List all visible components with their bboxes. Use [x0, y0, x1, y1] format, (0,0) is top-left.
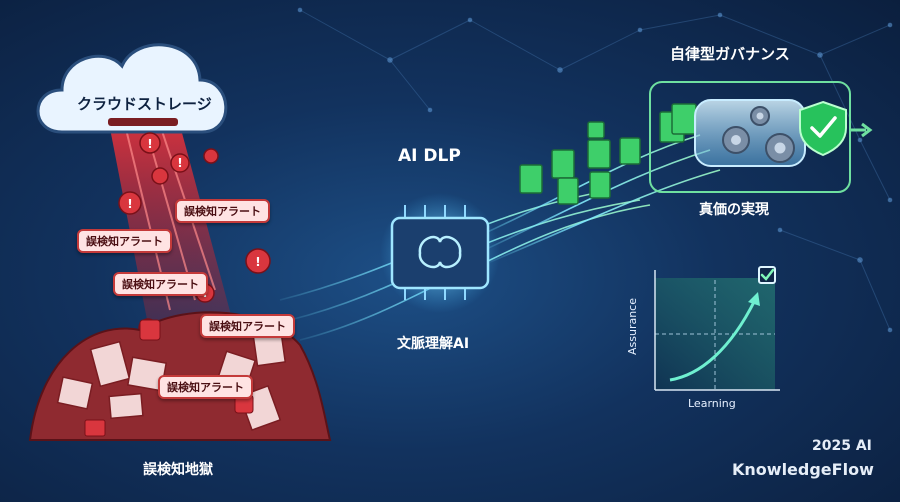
brand-year-label: 2025 AI: [812, 438, 872, 454]
false-alert-bubble: 誤検知アラート: [113, 272, 208, 296]
autonomous-governance-label: 自律型ガバナンス: [670, 45, 790, 63]
false-alert-bubble: 誤検知アラート: [158, 375, 253, 399]
context-ai-label: 文脈理解AI: [397, 336, 470, 352]
checkbox-icon: [758, 266, 776, 284]
svg-text:!: !: [147, 137, 152, 151]
true-value-label: 真価の実現: [699, 202, 769, 218]
ai-dlp-label: AI DLP: [398, 146, 461, 166]
flow-lines: [279, 134, 721, 341]
svg-text:!: !: [255, 255, 260, 269]
cloud-storage-label: クラウドストレージ: [77, 95, 212, 113]
false-alert-bubble: 誤検知アラート: [200, 314, 295, 338]
false-alert-bubble: 誤検知アラート: [77, 229, 172, 253]
document-icon: [519, 103, 697, 205]
false-positive-hell-label: 誤検知地獄: [143, 462, 213, 478]
chart-x-axis-label: Learning: [688, 397, 736, 410]
brand-name-label: KnowledgeFlow: [732, 460, 874, 479]
chart-y-axis-label: Assurance: [626, 297, 640, 356]
shield-check-icon: [799, 100, 847, 157]
network-background: [297, 7, 893, 333]
cloud-icon: [36, 43, 228, 134]
svg-text:!: !: [177, 156, 182, 170]
false-alert-bubble: 誤検知アラート: [175, 199, 270, 223]
assurance-learning-chart: [654, 270, 780, 391]
chip-brain-icon: [380, 193, 500, 313]
svg-text:!: !: [127, 197, 132, 211]
